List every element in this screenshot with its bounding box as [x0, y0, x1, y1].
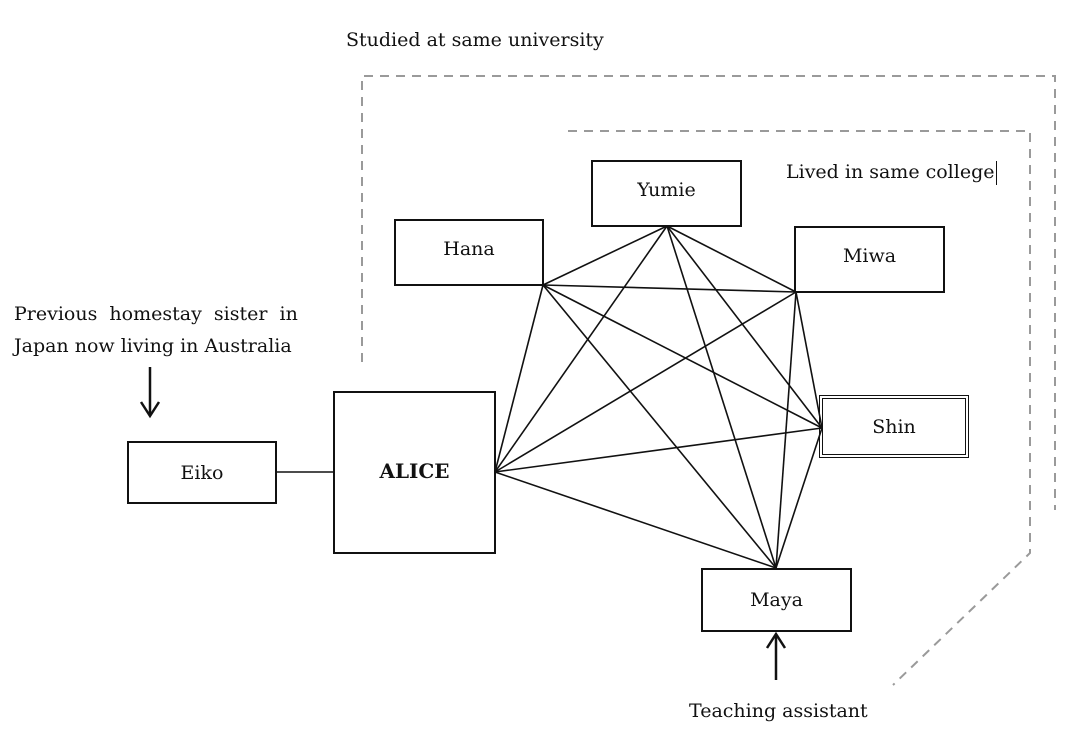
maya-annotation-arrow [765, 631, 787, 680]
edge-hana-maya [542, 284, 777, 569]
eiko-annotation-arrow [139, 367, 161, 419]
edge-hana-miwa [542, 284, 797, 293]
relationship-lines [277, 225, 823, 569]
node-yumie: Yumie [591, 160, 742, 227]
text-cursor [995, 161, 997, 185]
node-hana: Hana [394, 219, 544, 286]
node-eiko: Eiko [127, 441, 277, 504]
eiko-annotation-line1: Previous homestay sister in [14, 303, 298, 325]
edge-yumie-maya [666, 225, 777, 569]
edge-miwa-shin [795, 291, 823, 429]
edge-hana-yumie [542, 225, 668, 286]
edge-alice-miwa [494, 291, 797, 473]
eiko-annotation-line2: Japan now living in Australia [14, 335, 292, 357]
node-alice: ALICE [333, 391, 496, 554]
node-maya: Maya [701, 568, 852, 632]
edge-alice-maya [494, 471, 777, 569]
edge-yumie-miwa [666, 225, 797, 293]
edge-hana-shin [542, 284, 823, 429]
node-shin: Shin [819, 395, 969, 458]
edge-alice-shin [494, 427, 823, 473]
college-group-boundary [568, 130, 1031, 686]
university-group-boundary [361, 75, 1056, 510]
edge-shin-maya [775, 427, 823, 569]
university-group-label: Studied at same university [346, 29, 604, 51]
node-miwa: Miwa [794, 226, 945, 293]
college-group-label: Lived in same college [786, 156, 997, 188]
edge-yumie-shin [666, 225, 823, 429]
maya-annotation-label: Teaching assistant [689, 700, 868, 722]
college-group-label-text: Lived in same college [786, 161, 995, 183]
edge-miwa-maya [775, 291, 797, 569]
edge-alice-yumie [494, 225, 668, 473]
edge-alice-hana [494, 284, 544, 473]
